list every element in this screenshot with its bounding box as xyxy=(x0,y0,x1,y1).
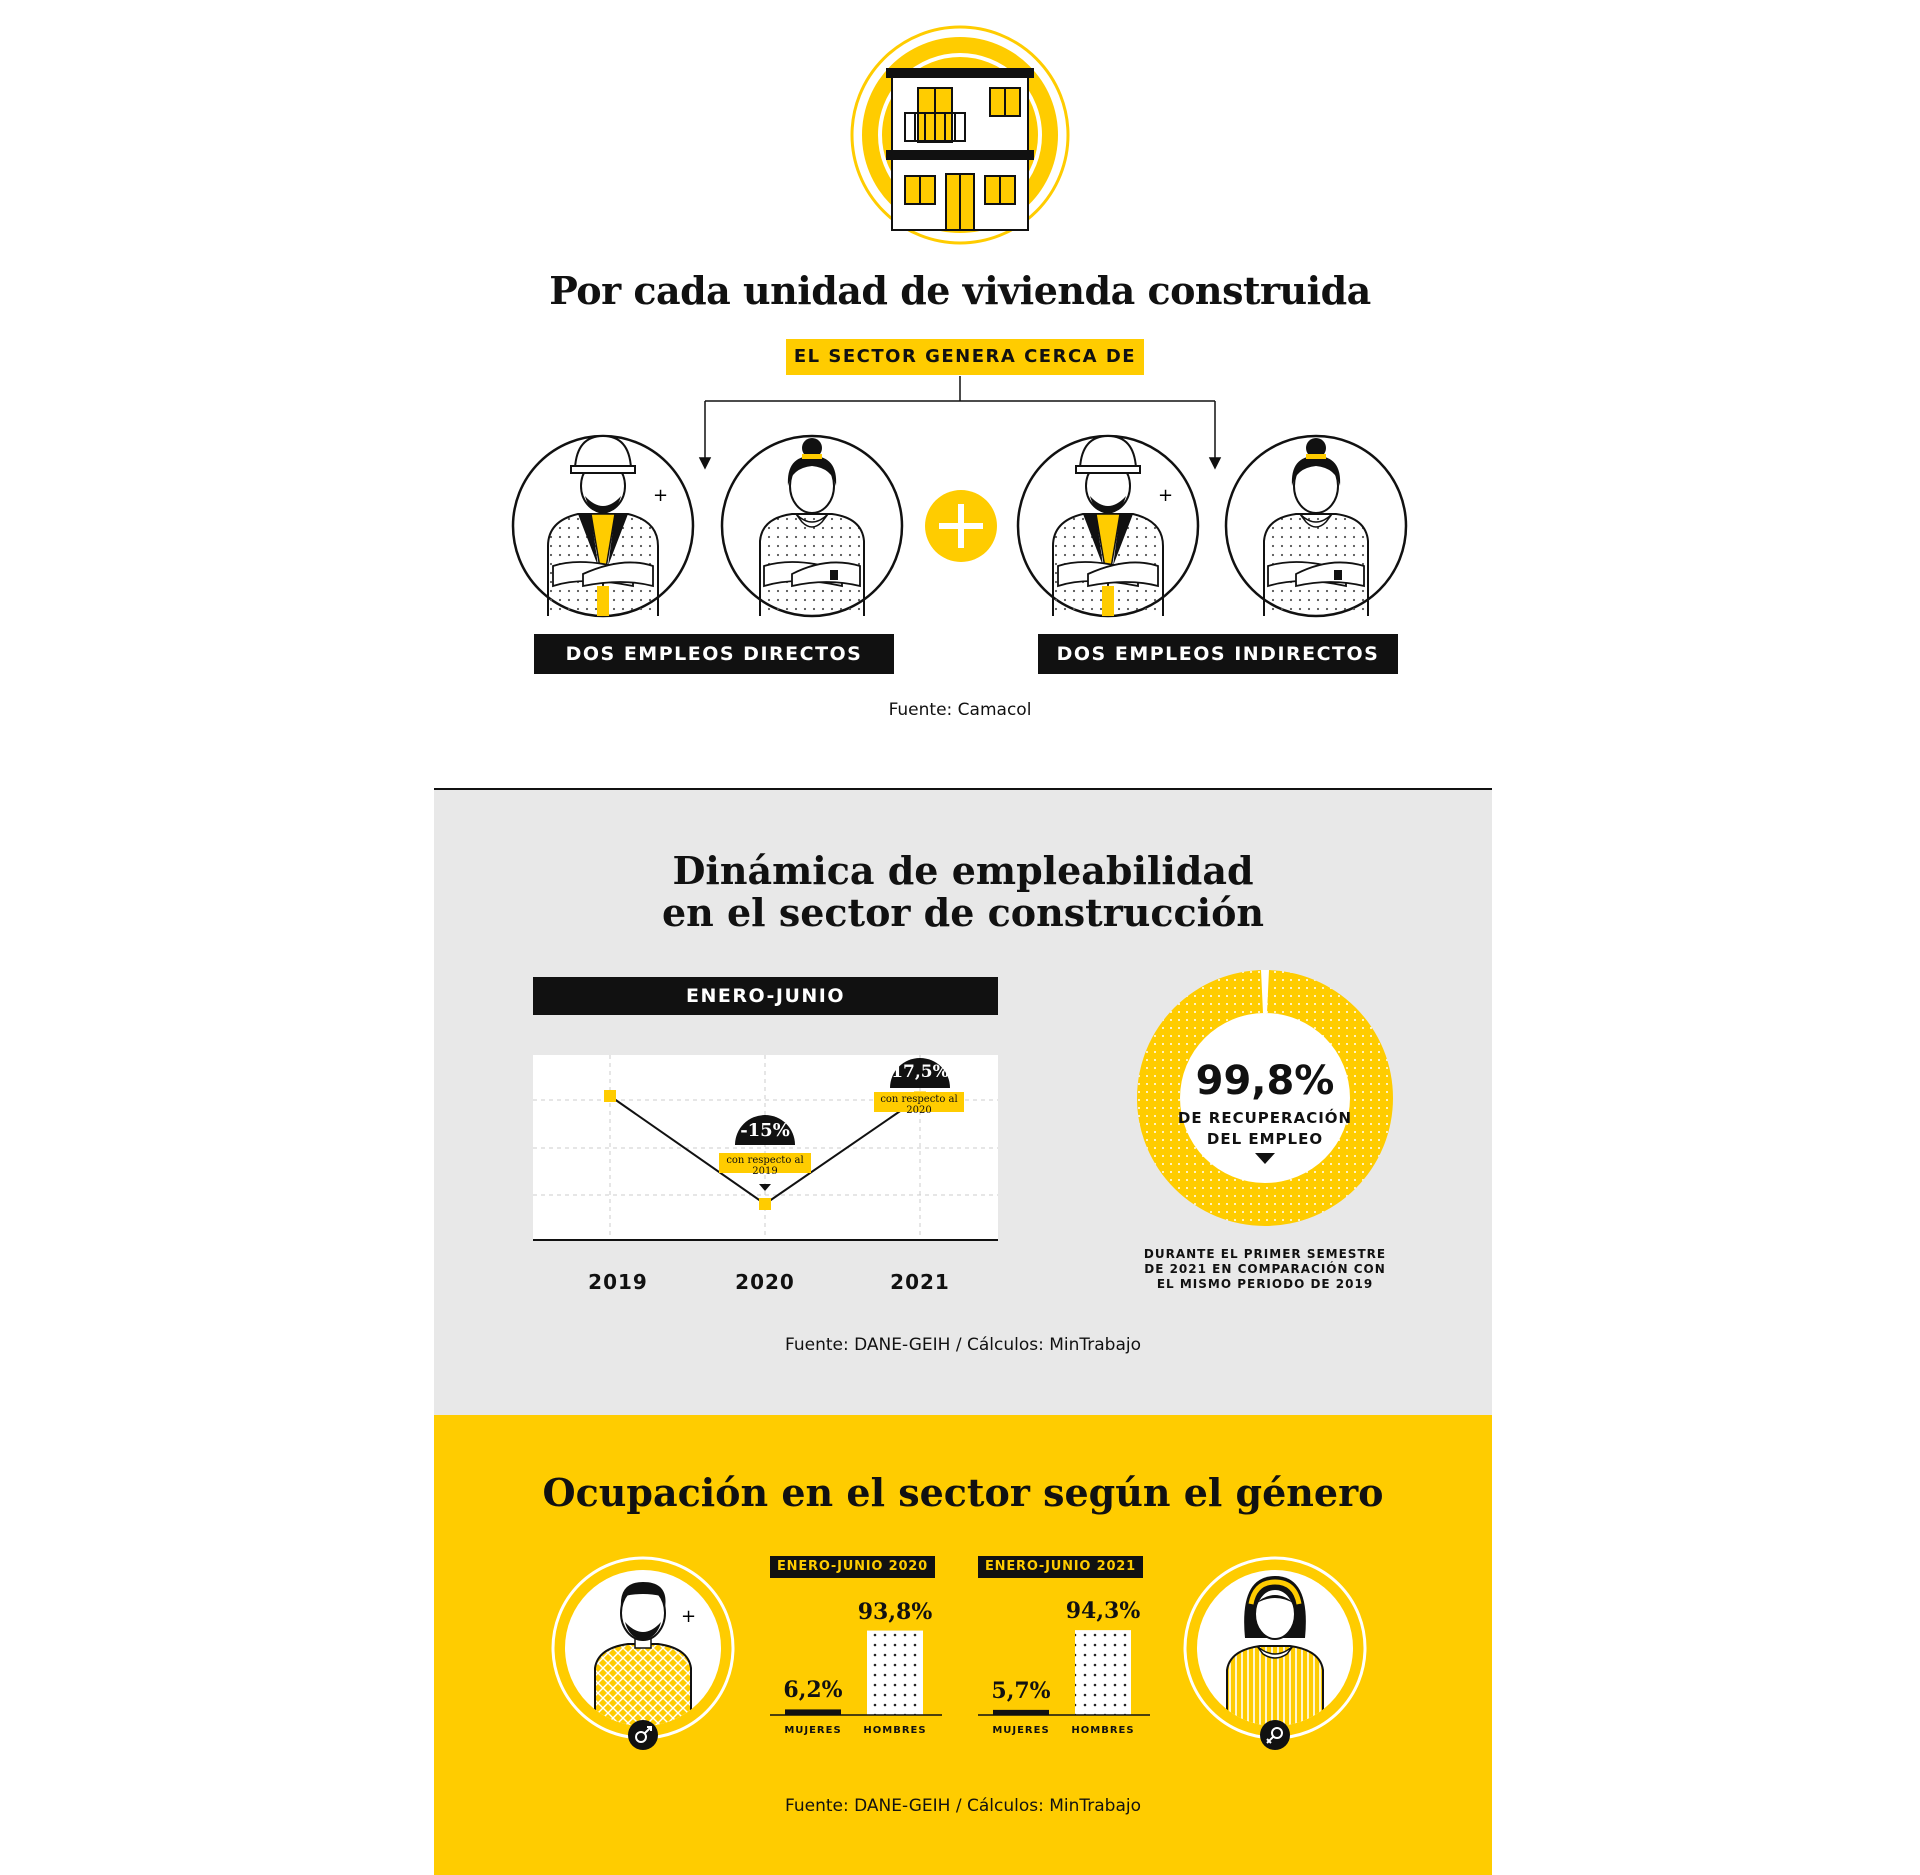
callout-2020-value: -15% xyxy=(740,1120,790,1141)
page-title: Por cada unidad de vivienda construida xyxy=(549,268,1371,313)
bar-category-label: MUJERES xyxy=(992,1725,1050,1736)
source-dane-2: Fuente: DANE-GEIH / Cálculos: MinTrabajo xyxy=(784,1796,1142,1816)
bar-value-label: 6,2% xyxy=(783,1677,843,1704)
plus-icon xyxy=(925,490,997,562)
bar-hombres xyxy=(867,1630,923,1715)
callout-2020-note: con respecto al 2019 xyxy=(726,1155,804,1177)
callout-2021 xyxy=(874,1058,964,1112)
subtitle-badge: EL SECTOR GENERA CERCA DE xyxy=(786,339,1144,375)
worker-woman-icon xyxy=(720,434,904,618)
data-point-2019 xyxy=(604,1090,616,1102)
recovery-note: DURANTE EL PRIMER SEMESTRE DE 2021 EN CO… xyxy=(1120,1247,1410,1292)
svg-text:+: + xyxy=(653,485,668,506)
recovery-note-line1: DURANTE EL PRIMER SEMESTRE xyxy=(1143,1247,1387,1261)
recovery-label-line2: DEL EMPLEO xyxy=(1206,1130,1324,1148)
section2-title-line2: en el sector de construcción xyxy=(661,890,1265,935)
source-dane-1: Fuente: DANE-GEIH / Cálculos: MinTrabajo xyxy=(784,1335,1142,1355)
bar-value-label: 94,3% xyxy=(1065,1598,1141,1625)
callout-2020 xyxy=(719,1115,811,1191)
bar-mujeres xyxy=(993,1709,1049,1715)
recovery-donut xyxy=(1137,970,1393,1226)
recovery-label-line1: DE RECUPERACIÓN xyxy=(1177,1109,1353,1127)
source-camacol: Fuente: Camacol xyxy=(888,700,1032,720)
arrow-down-icon xyxy=(759,1184,771,1191)
bar-hombres xyxy=(1075,1630,1131,1715)
recovery-label: DE RECUPERACIÓN DEL EMPLEO xyxy=(1140,1108,1390,1150)
bar-mujeres xyxy=(785,1709,841,1715)
female-avatar xyxy=(1183,1556,1367,1740)
bar-category-label: HOMBRES xyxy=(1071,1725,1135,1736)
arrow-down-icon xyxy=(1255,1153,1275,1164)
indirect-jobs-label: DOS EMPLEOS INDIRECTOS xyxy=(1038,634,1398,674)
x-tick-2021: 2021 xyxy=(890,1270,950,1294)
house-icon xyxy=(850,25,1070,245)
callout-2021-value: 17,5% xyxy=(891,1062,949,1082)
section2-title-line1: Dinámica de empleabilidad xyxy=(672,848,1254,893)
section2-title: Dinámica de empleabilidad en el sector d… xyxy=(434,850,1492,934)
svg-text:+: + xyxy=(1158,485,1173,506)
svg-text:+: + xyxy=(681,1606,696,1627)
connector-lines xyxy=(698,376,1222,470)
data-point-2020 xyxy=(759,1198,771,1210)
recovery-note-line2: DE 2021 EN COMPARACIÓN CON xyxy=(1144,1262,1386,1276)
x-tick-2019: 2019 xyxy=(588,1270,648,1294)
bar-category-label: MUJERES xyxy=(784,1725,842,1736)
recovery-value: 99,8% xyxy=(1195,1058,1335,1104)
donut-gap xyxy=(1261,970,1269,1013)
recovery-note-line3: EL MISMO PERIODO DE 2019 xyxy=(1156,1277,1374,1291)
period-badge-2021: ENERO-JUNIO 2021 xyxy=(978,1556,1143,1578)
male-avatar: + xyxy=(551,1556,735,1740)
direct-jobs-label: DOS EMPLEOS DIRECTOS xyxy=(534,634,894,674)
worker-man-icon: + xyxy=(1016,434,1200,618)
worker-woman-icon xyxy=(1224,434,1408,618)
callout-2021-note: con respecto al 2020 xyxy=(880,1094,958,1116)
worker-man-icon: + xyxy=(511,434,695,618)
bar-value-label: 93,8% xyxy=(857,1598,933,1625)
bar-value-label: 5,7% xyxy=(991,1677,1051,1704)
female-symbol-icon xyxy=(1260,1720,1290,1750)
x-tick-2020: 2020 xyxy=(735,1270,795,1294)
period-badge-2020: ENERO-JUNIO 2020 xyxy=(770,1556,935,1578)
period-label: ENERO-JUNIO xyxy=(533,977,998,1015)
bar-category-label: HOMBRES xyxy=(863,1725,927,1736)
male-symbol-icon xyxy=(628,1720,658,1750)
section3-title: Ocupación en el sector según el género xyxy=(542,1470,1384,1515)
